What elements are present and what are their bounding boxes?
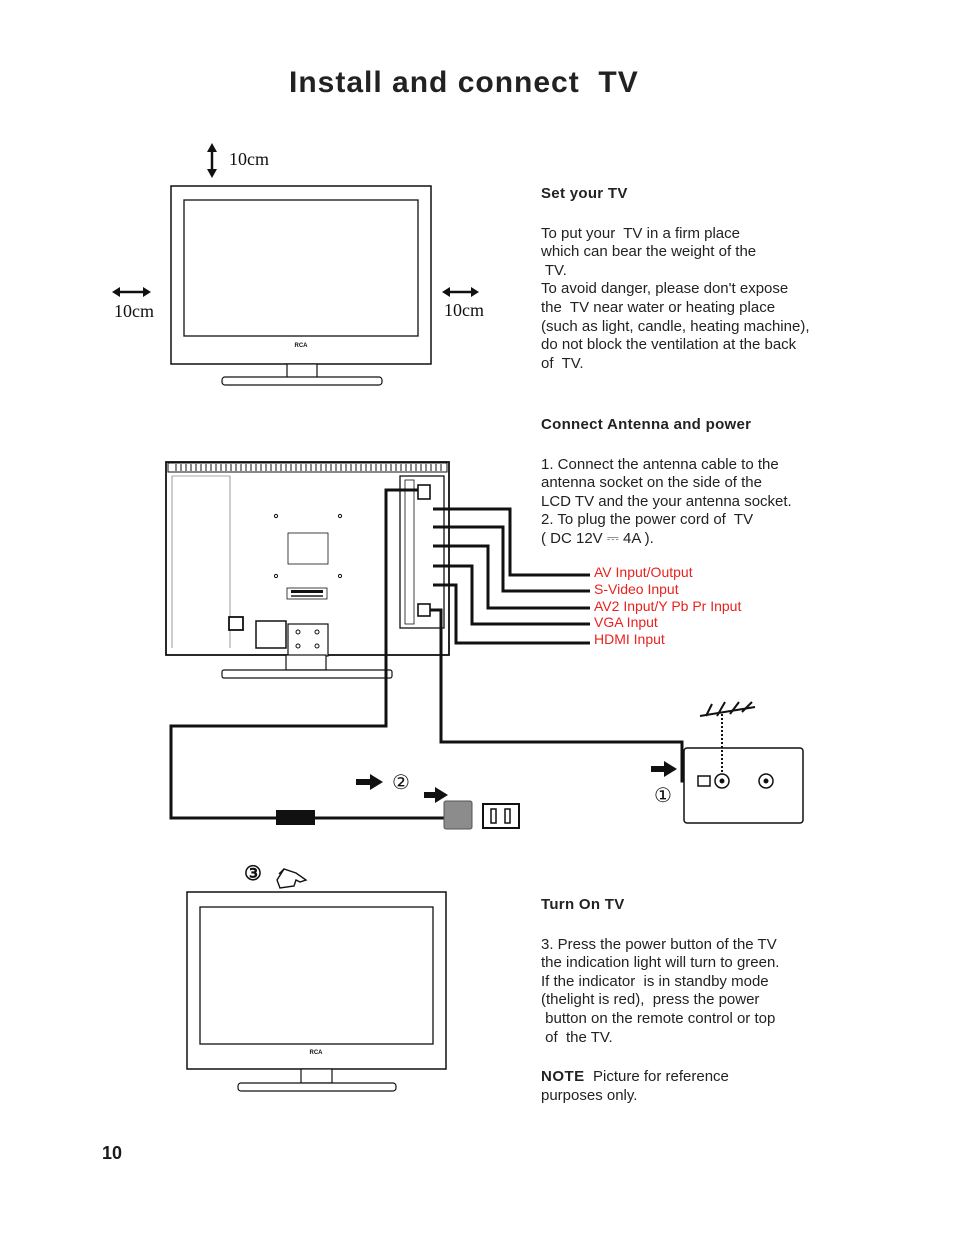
note-label: NOTE — [541, 1068, 585, 1086]
antenna-icon — [699, 701, 756, 717]
note-text: Picture for reference — [584, 1068, 729, 1086]
port-label-av: AV Input/Output — [594, 564, 693, 580]
arrow-right-icon — [356, 774, 383, 790]
tv-back-illustration — [165, 461, 450, 679]
svg-text:RCA: RCA — [295, 343, 309, 349]
connect-heading: Connect Antenna and power — [541, 416, 752, 433]
spacing-left-label: 10cm — [114, 301, 154, 321]
wall-outlet — [482, 803, 520, 829]
arrow-right-icon — [651, 761, 677, 777]
antenna-wall-plate — [683, 747, 804, 824]
svg-text:RCA: RCA — [310, 1050, 324, 1056]
spacing-right-arrow — [442, 287, 479, 297]
page-title: Install and connect TV — [289, 66, 639, 99]
set-tv-section: Set your TV To put your TV in a firm pla… — [541, 185, 871, 373]
turn-on-section: Turn On TV 3. Press the power button of … — [541, 896, 871, 1105]
port-leader-lines — [433, 507, 590, 645]
spacing-right-label: 10cm — [444, 300, 484, 320]
turn-on-heading: Turn On TV — [541, 896, 625, 913]
port-labels: AV Input/Output S-Video Input AV2 Input/… — [594, 564, 741, 648]
step-one-marker: ① — [654, 785, 672, 807]
power-adapter — [276, 810, 315, 825]
connect-text: 1. Connect the antenna cable to the ante… — [541, 455, 792, 547]
step-three-marker: ③ — [244, 863, 262, 885]
port-label-vga: VGA Input — [594, 614, 658, 631]
port-label-svideo: S-Video Input — [594, 580, 679, 597]
port-label-hdmi: HDMI Input — [594, 631, 665, 648]
spacing-left-arrow — [112, 287, 151, 297]
spacing-top-label: 10cm — [229, 149, 269, 169]
turn-on-text: 3. Press the power button of the TV the … — [541, 935, 780, 1046]
tv-front-illustration-2: RCA — [186, 891, 447, 1092]
connect-section: Connect Antenna and power 1. Connect the… — [541, 416, 871, 549]
set-tv-heading: Set your TV — [541, 185, 628, 202]
note: NOTE Picture for reference purposes only… — [541, 1068, 871, 1105]
power-cable — [169, 488, 448, 820]
hand-pointer-icon — [276, 868, 308, 889]
page-number: 10 — [102, 1143, 123, 1163]
note-text-2: purposes only. — [541, 1086, 638, 1104]
port-label-av2: AV2 Input/Y Pb Pr Input — [594, 597, 742, 614]
tv-front-illustration: RCA — [170, 185, 432, 386]
step-two-marker: ② — [392, 772, 410, 794]
power-plug — [443, 800, 473, 830]
arrow-right-icon — [424, 787, 448, 803]
set-tv-text: To put your TV in a firm place which can… — [541, 224, 810, 372]
